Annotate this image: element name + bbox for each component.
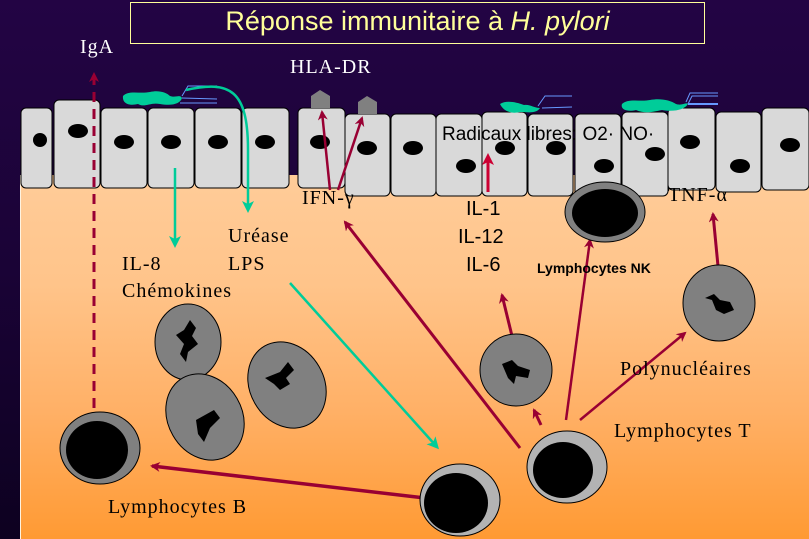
cell-nucleus <box>33 133 47 147</box>
h-pylori-bacterium <box>621 92 718 113</box>
epithelial-cell <box>715 111 762 193</box>
hla-dr-molecule <box>358 96 377 114</box>
t-to-b-arrow <box>150 461 426 500</box>
t-to-nk-arrow <box>564 238 594 421</box>
label-iga: IgA <box>80 36 115 58</box>
h-pylori-bacterium <box>500 95 573 113</box>
polynucleaire-cell <box>682 264 756 342</box>
h-pylori-bacterium <box>122 85 218 106</box>
cell-nucleus <box>495 141 515 155</box>
cell-nucleus <box>114 135 134 149</box>
label-lymphocytes-b: Lymphocytes B <box>108 496 248 518</box>
page-title: Réponse immunitaire à H. pylori <box>131 6 704 37</box>
label-lymphocytes-nk: Lymphocytes NK <box>537 260 651 276</box>
ifn-to-hla-arrow <box>317 110 332 191</box>
label-il8: IL-8 <box>122 253 162 275</box>
epithelial-cell <box>53 99 101 189</box>
label-il1: IL-1 <box>466 198 501 220</box>
epithelial-cell <box>667 107 716 191</box>
epithelial-cell <box>390 113 437 197</box>
cell-nucleus <box>780 138 800 152</box>
cell-nucleus <box>357 141 377 155</box>
lps-to-t-arrow <box>289 282 440 450</box>
polynuclear-cell <box>247 341 327 429</box>
lymphocyte-t <box>419 463 501 537</box>
label-ifn-gamma: IFN-γ <box>302 187 355 209</box>
title-species: H. pylori <box>510 6 610 36</box>
cell-nucleus <box>403 141 423 155</box>
label-radicaux-libres: Radicaux libres: O2· NO· <box>442 124 655 145</box>
pn-to-tnf-arrow <box>708 212 720 267</box>
label-chemokines: Chémokines <box>122 280 232 302</box>
epithelial-cell <box>20 107 53 189</box>
cell-nucleus <box>645 147 665 161</box>
label-il12: IL-12 <box>458 226 504 248</box>
cell-nucleus <box>594 159 614 173</box>
cell-nucleus <box>310 135 330 149</box>
label-hla-dr: HLA-DR <box>290 56 372 78</box>
cell-nucleus <box>546 141 566 155</box>
label-lymphocytes-t: Lymphocytes T <box>614 420 752 442</box>
label-lps: LPS <box>228 253 266 275</box>
epithelial-cell <box>344 113 391 197</box>
macrophage-cell <box>479 333 553 407</box>
cell-nucleus <box>208 135 228 149</box>
polynuclear-cell <box>165 373 245 461</box>
epithelium <box>20 99 809 197</box>
cell-nucleus <box>68 124 88 138</box>
cell-nucleus <box>680 135 700 149</box>
lymphocyte-t <box>526 430 608 504</box>
lymphocyte-nk <box>564 181 646 243</box>
hla-dr-molecule <box>311 90 330 108</box>
t-to-pn-arrow <box>579 331 687 421</box>
label-urease: Uréase <box>228 225 290 247</box>
epithelial-cell <box>527 113 574 197</box>
label-il6: IL-6 <box>466 254 501 276</box>
polynuclear-cell <box>154 303 222 381</box>
lamina-propria <box>20 175 809 539</box>
label-tnf-alpha: TNF-α <box>668 184 728 206</box>
macrophage-to-il-arrow <box>499 293 514 337</box>
urease-lps-arrow <box>185 85 254 213</box>
ifn-to-hla-arrow <box>336 116 365 191</box>
lymphocyte-b <box>59 411 141 485</box>
cell-nucleus <box>255 135 275 149</box>
t-to-macrophage-arrow <box>532 408 543 426</box>
t-to-ifn-arrow <box>343 220 522 449</box>
cell-nucleus <box>456 159 476 173</box>
cell-nucleus <box>161 135 181 149</box>
label-polynucleaires: Polynucléaires <box>620 358 752 380</box>
title-main: Réponse immunitaire à <box>225 6 511 36</box>
cell-nucleus <box>730 159 750 173</box>
title-box: Réponse immunitaire à H. pylori <box>130 2 705 44</box>
